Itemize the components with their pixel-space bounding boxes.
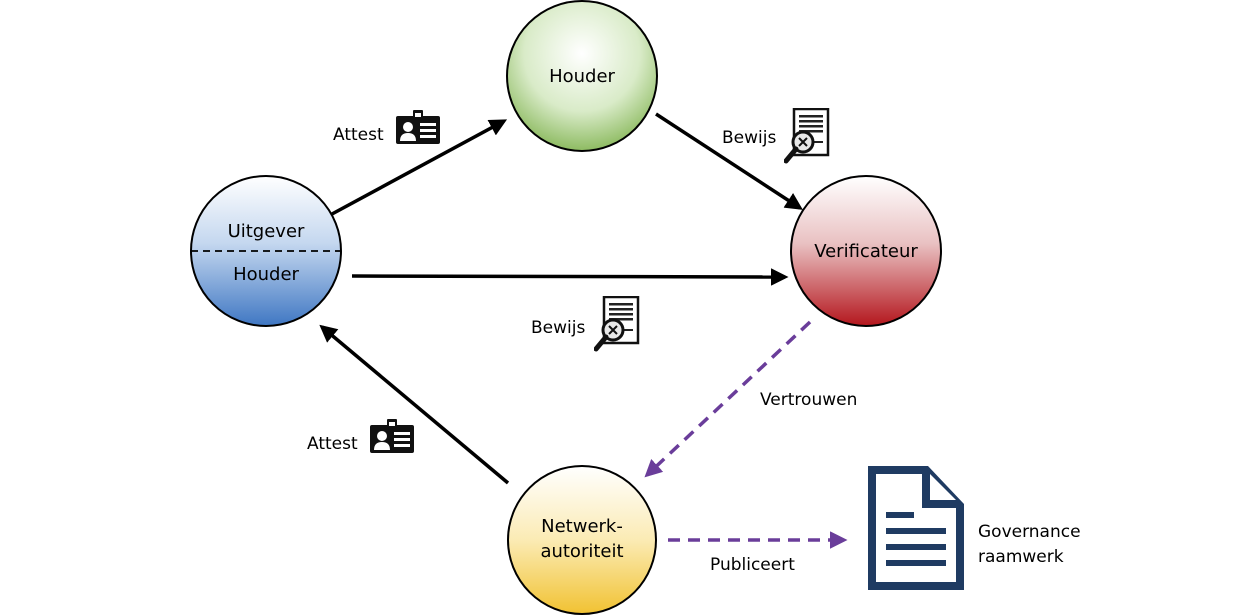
node-houder: Houder (506, 0, 658, 152)
node-uitgever-houder: Uitgever Houder (190, 175, 342, 327)
arrow-attest-top (331, 119, 508, 216)
governance-document-icon (868, 466, 964, 590)
arrow-attest-bottom (319, 324, 510, 485)
id-card-icon (396, 110, 440, 144)
node-netwerk-label-2: autoriteit (540, 541, 623, 562)
label-publiceert: Publiceert (710, 555, 795, 575)
label-vertrouwen: Vertrouwen (760, 390, 857, 410)
label-bewijs-top: Bewijs (722, 128, 776, 148)
governance-label-2: raamwerk (978, 547, 1064, 567)
node-uitgever-label: Uitgever (228, 221, 305, 242)
proof-document-icon (786, 109, 828, 161)
label-attest-top: Attest (333, 125, 384, 145)
arrow-bewijs-top (655, 112, 803, 210)
label-bewijs-middle: Bewijs (531, 318, 585, 338)
label-attest-bottom: Attest (307, 434, 358, 454)
node-houder-label: Houder (549, 66, 615, 87)
node-verificateur-label: Verificateur (814, 241, 918, 262)
id-card-icon (370, 419, 414, 453)
arrow-vertrouwen (644, 320, 812, 478)
node-netwerk-autoriteit: Netwerk- autoriteit (507, 465, 657, 615)
arrow-bewijs-middle (351, 268, 789, 286)
node-netwerk-label-1: Netwerk- (541, 516, 623, 537)
proof-document-icon (596, 297, 638, 349)
governance-label-1: Governance (978, 522, 1081, 542)
node-houder-bottom-label: Houder (233, 264, 299, 285)
node-verificateur: Verificateur (790, 175, 942, 327)
